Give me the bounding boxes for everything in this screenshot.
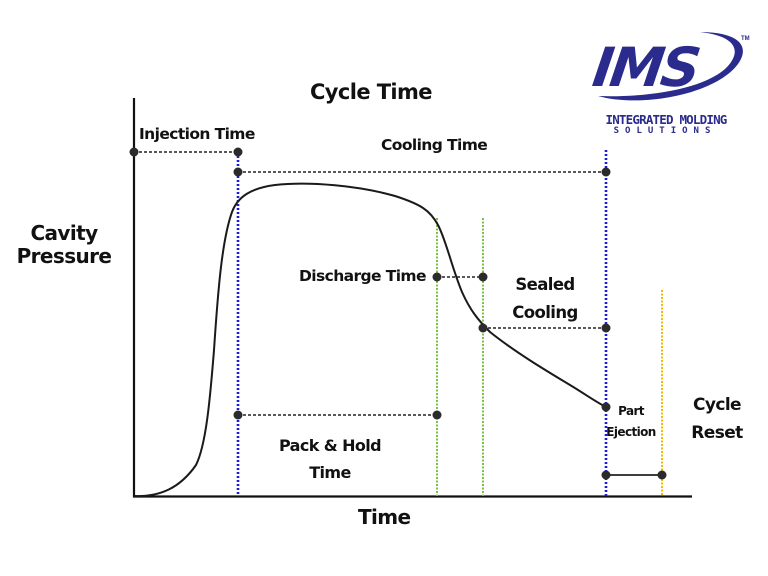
chart-title: Cycle Time: [310, 80, 433, 104]
cavity-pressure-curve: [133, 182, 607, 498]
part-ejection-label: Part Ejection: [600, 401, 662, 443]
x-axis-label: Time: [358, 505, 411, 529]
sealed-cooling-line1: Sealed: [515, 275, 575, 294]
interval-endpoints: [129, 147, 667, 480]
pack-hold-line2: Time: [309, 463, 351, 482]
part-ejection-line2: Ejection: [606, 425, 656, 439]
sealed-cooling-label: Sealed Cooling: [505, 271, 585, 327]
part-ejection-line1: Part: [618, 404, 644, 418]
logo-company-suffix: SOLUTIONS: [613, 126, 717, 136]
ims-logo-mark: IMS: [589, 32, 743, 101]
injection-time-label: Injection Time: [139, 125, 255, 143]
logo-company-name: INTEGRATED MOLDING: [605, 112, 727, 127]
discharge-time-label: Discharge Time: [299, 267, 426, 285]
cooling-time-label: Cooling Time: [381, 136, 488, 154]
cycle-reset-line2: Reset: [691, 423, 743, 443]
y-axis-label: Cavity Pressure: [16, 222, 112, 268]
cycle-reset-line1: Cycle: [693, 395, 742, 415]
sealed-cooling-line2: Cooling: [512, 303, 578, 322]
y-axis-label-line1: Cavity: [30, 221, 98, 245]
pack-hold-time-label: Pack & Hold Time: [272, 432, 388, 486]
trademark-symbol: TM: [741, 36, 750, 42]
cycle-reset-label: Cycle Reset: [684, 391, 750, 447]
y-axis-label-line2: Pressure: [16, 244, 112, 268]
pack-hold-line1: Pack & Hold: [278, 436, 382, 455]
svg-text:IMS: IMS: [589, 36, 702, 99]
